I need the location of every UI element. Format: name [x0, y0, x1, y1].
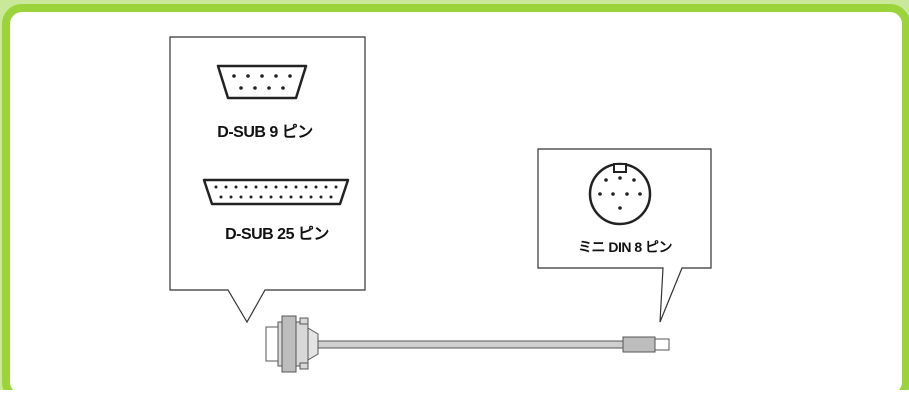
pin-dot: [334, 185, 338, 189]
pin-dot: [618, 206, 622, 210]
pin-dot: [259, 195, 263, 199]
pin-dot: [264, 185, 268, 189]
pin-dot: [253, 86, 257, 90]
pin-dot: [254, 185, 258, 189]
pin-dot: [288, 74, 292, 78]
pin-dot: [232, 74, 236, 78]
pin-dot: [299, 195, 303, 199]
pin-dot: [229, 195, 233, 199]
pin-dot: [284, 185, 288, 189]
pin-dot: [598, 192, 602, 196]
minidin-plug: [622, 336, 670, 353]
panel-frame: [2, 4, 909, 395]
d-sub-25-pin-connector-icon: [202, 178, 350, 206]
dsub9-label: D-SUB 9 ピン: [217, 124, 313, 141]
pin-dot: [279, 195, 283, 199]
dsub-plug: [265, 315, 319, 373]
dsub25-label: D-SUB 25 ピン: [225, 226, 329, 243]
pin-dot: [244, 185, 248, 189]
pin-dot: [314, 185, 318, 189]
mini-din-8-pin-connector-icon: [588, 162, 652, 226]
pin-dot: [294, 185, 298, 189]
pin-dot: [324, 185, 328, 189]
pin-dot: [309, 195, 313, 199]
pin-dot: [246, 74, 250, 78]
pin-dot: [329, 195, 333, 199]
pin-dot: [274, 185, 278, 189]
pin-dot: [219, 195, 223, 199]
pin-dot: [319, 195, 323, 199]
pin-dot: [638, 192, 642, 196]
pin-dot: [289, 195, 293, 199]
pin-dot: [304, 185, 308, 189]
minidin8-label: ミニ DIN 8 ピン: [577, 239, 673, 255]
pin-dot: [260, 74, 264, 78]
pin-dot: [269, 195, 273, 199]
pin-dot: [234, 185, 238, 189]
pin-dot: [632, 178, 636, 182]
d-sub-9-pin-connector-icon: [216, 64, 308, 100]
serial-cable-icon: [265, 315, 670, 373]
pin-dot: [625, 192, 629, 196]
pin-dot: [604, 178, 608, 182]
pin-dot: [611, 192, 615, 196]
pin-dot: [239, 195, 243, 199]
pin-dot: [267, 86, 271, 90]
cable-wire: [315, 340, 627, 349]
pin-dot: [239, 86, 243, 90]
pin-dot: [249, 195, 253, 199]
pin-dot: [224, 185, 228, 189]
pin-dot: [274, 74, 278, 78]
pin-dot: [214, 185, 218, 189]
pin-dot: [281, 86, 285, 90]
minidin-callout: [537, 148, 712, 323]
pin-dot: [618, 176, 622, 180]
